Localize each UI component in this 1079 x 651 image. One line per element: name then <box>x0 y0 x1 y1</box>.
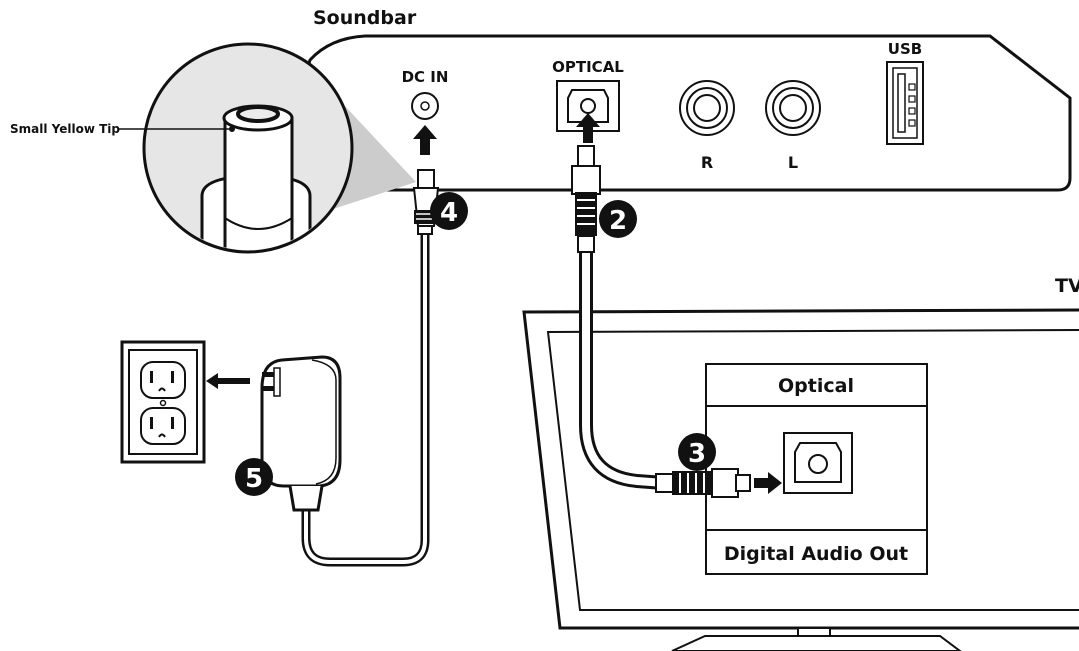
small-yellow-tip-label: Small Yellow Tip <box>10 122 120 136</box>
rca-left-label: L <box>788 153 798 172</box>
magnifier-callout <box>142 42 354 254</box>
svg-text:3: 3 <box>688 439 706 469</box>
adapter-arrow <box>206 373 250 389</box>
rca-right-jack <box>679 80 735 136</box>
rca-right-label: R <box>701 153 713 172</box>
tip-leader-dot <box>229 126 235 132</box>
wall-outlet <box>120 340 206 464</box>
rca-left-jack <box>765 80 821 136</box>
power-adapter <box>260 355 342 512</box>
soundbar-body <box>267 34 1072 192</box>
optical-plug-tv <box>655 468 751 498</box>
dc-in-label: DC IN <box>402 68 449 86</box>
optical-port <box>556 80 620 132</box>
svg-text:2: 2 <box>609 206 627 236</box>
optical-port-label: OPTICAL <box>552 58 624 76</box>
svg-text:4: 4 <box>440 198 458 228</box>
optical-cable <box>579 250 665 490</box>
svg-text:5: 5 <box>245 464 263 494</box>
step-badge-2: 2 <box>599 200 637 238</box>
optical-arrow <box>576 113 600 143</box>
power-cable <box>301 232 430 567</box>
step-badge-4: 4 <box>430 192 468 230</box>
usb-label: USB <box>888 40 922 58</box>
optical-plug-soundbar <box>571 145 601 253</box>
usb-port <box>886 61 924 145</box>
tv-digital-audio-out-label: Digital Audio Out <box>724 543 908 565</box>
yellow-tip <box>236 105 280 123</box>
step-badge-3: 3 <box>678 433 716 471</box>
tv-optical-arrow <box>754 472 782 494</box>
dc-in-port <box>411 92 439 120</box>
soundbar-label: Soundbar <box>313 7 417 29</box>
step-badge-5: 5 <box>235 458 273 496</box>
tv-optical-label: Optical <box>778 375 854 397</box>
tv-label: TV <box>1055 275 1079 297</box>
dc-in-arrow <box>413 125 437 155</box>
tv-optical-port <box>783 432 853 494</box>
